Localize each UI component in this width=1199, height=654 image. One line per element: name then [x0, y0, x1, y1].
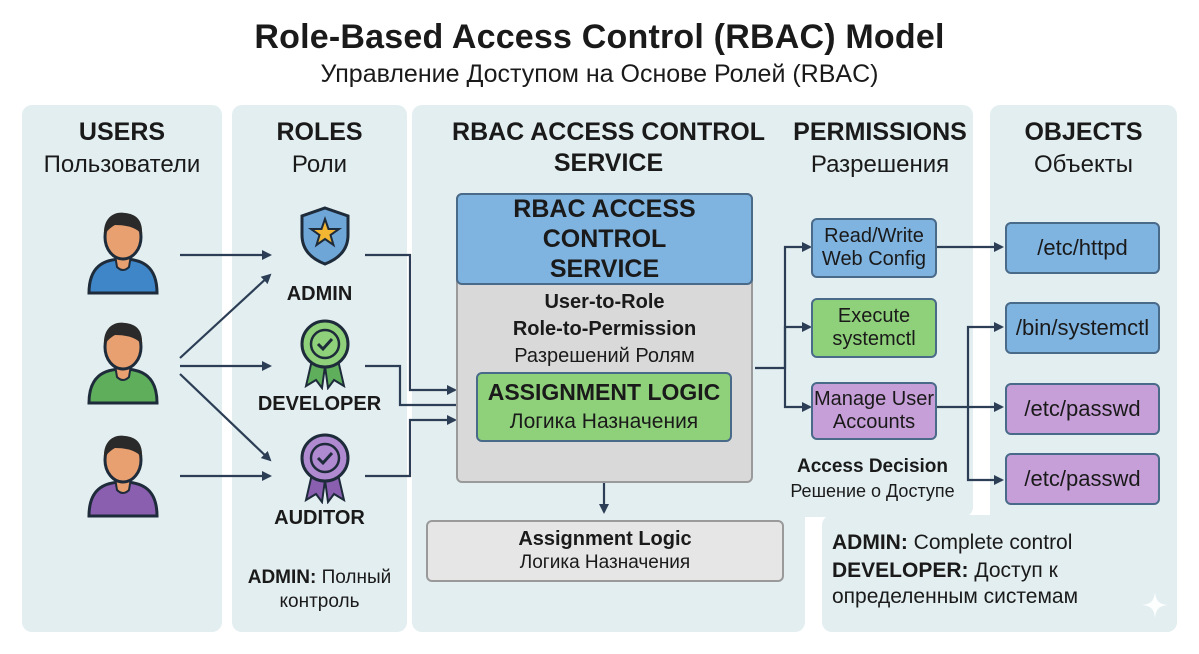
permission-read-write-web-config: Read/Write Web Config	[811, 218, 937, 278]
assignment-logic-box: ASSIGNMENT LOGIC Логика Назначения	[476, 372, 732, 442]
access-decision-title: Access Decision	[796, 456, 949, 477]
objects-header: OBJECTS	[1024, 118, 1143, 146]
arrow-perm3-systemctl	[937, 322, 1004, 409]
arrow-service-perm3	[783, 368, 812, 412]
service-line2: Role-to-Permission	[512, 318, 697, 340]
roles-note-bold: ADMIN:	[247, 567, 317, 588]
object-etc-httpd: /etc/httpd	[1005, 222, 1160, 274]
permissions-header: PERMISSIONS	[793, 118, 967, 146]
arrow-auditor-service	[365, 415, 457, 478]
service-header-1: RBAC ACCESS CONTROL	[452, 118, 765, 146]
roles-subheader: Роли	[291, 151, 348, 178]
access-decision-sub: Решение о Доступе	[790, 481, 955, 501]
arrow-service-perm1	[755, 242, 812, 370]
check-badge-icon-auditor	[296, 432, 354, 504]
note-dev-text-1: Доступ к	[968, 559, 1058, 582]
service-text: User-to-Role Role-to-Permission Разрешен…	[456, 289, 753, 370]
users-subheader: Пользователи	[43, 151, 201, 178]
user-icon-2	[85, 315, 161, 405]
service-header-line1: RBAC ACCESS CONTROL	[513, 195, 696, 253]
role-label-developer: DEVELOPER	[257, 393, 382, 415]
role-label-auditor: AUDITOR	[274, 507, 365, 529]
note-admin-text: Complete control	[907, 531, 1073, 554]
role-notes: ADMIN: Complete control DEVELOPER: Досту…	[832, 530, 1172, 610]
perm1-line1: Read/Write	[824, 225, 924, 247]
page-title: Role-Based Access Control (RBAC) Model	[254, 18, 945, 56]
user-icon-1	[85, 205, 161, 295]
service-header-2: SERVICE	[553, 149, 664, 177]
arrow-service-perm2	[783, 322, 812, 368]
shield-star-icon	[298, 205, 352, 267]
note-admin: ADMIN: Complete control	[832, 530, 1172, 556]
permissions-subheader: Разрешения	[810, 151, 950, 178]
permission-execute-systemctl: Execute systemctl	[811, 298, 937, 358]
roles-note: ADMIN: Полный контроль	[232, 566, 407, 614]
service-line3: Разрешений Ролям	[514, 345, 695, 367]
note-developer-2: определенным системам	[832, 585, 1079, 608]
perm1-line2: Web Config	[821, 248, 927, 270]
assignment-logic-output: Assignment Logic Логика Назначения	[426, 520, 784, 582]
notes-panel	[822, 515, 1177, 632]
roles-note-text-2: контроль	[279, 591, 360, 612]
check-badge-icon-developer	[296, 318, 354, 390]
note-developer: DEVELOPER: Доступ к	[832, 558, 1172, 584]
object-etc-passwd-1: /etc/passwd	[1005, 383, 1160, 435]
assignment-title: Assignment Logic	[518, 528, 692, 550]
perm2-line2: systemctl	[832, 328, 916, 350]
service-line1: User-to-Role	[544, 291, 665, 313]
arrow-user2-admin	[179, 273, 272, 359]
sparkle-icon	[1140, 590, 1170, 620]
perm2-line1: Execute	[837, 305, 911, 327]
user-icon-3	[85, 428, 161, 518]
role-label-admin: ADMIN	[286, 283, 353, 305]
roles-note-text-1: Полный	[316, 567, 392, 588]
note-admin-bold: ADMIN:	[832, 531, 908, 554]
logic-title: ASSIGNMENT LOGIC	[487, 379, 721, 405]
service-header-line2: SERVICE	[549, 255, 660, 283]
arrow-admin-service	[365, 253, 457, 395]
access-decision: Access Decision Решение о Доступе	[770, 455, 975, 503]
roles-header: ROLES	[276, 118, 363, 146]
perm3-line1: Manage User	[813, 388, 935, 410]
assignment-sub: Логика Назначения	[519, 552, 691, 573]
arrow-perm3-passwd2	[966, 407, 1004, 485]
logic-sub: Логика Назначения	[509, 410, 699, 433]
arrow-user2-auditor	[179, 373, 272, 462]
page-subtitle: Управление Доступом на Основе Ролей (RBA…	[320, 60, 879, 88]
users-header: USERS	[78, 118, 166, 146]
perm3-line2: Accounts	[832, 411, 916, 433]
object-bin-systemctl: /bin/systemctl	[1005, 302, 1160, 354]
objects-subheader: Объекты	[1034, 151, 1133, 178]
arrow-developer-service	[365, 364, 474, 410]
note-dev-bold: DEVELOPER:	[832, 559, 969, 582]
service-box-header: RBAC ACCESS CONTROL SERVICE	[456, 193, 753, 285]
permission-manage-user-accounts: Manage User Accounts	[811, 382, 937, 440]
object-etc-passwd-2: /etc/passwd	[1005, 453, 1160, 505]
